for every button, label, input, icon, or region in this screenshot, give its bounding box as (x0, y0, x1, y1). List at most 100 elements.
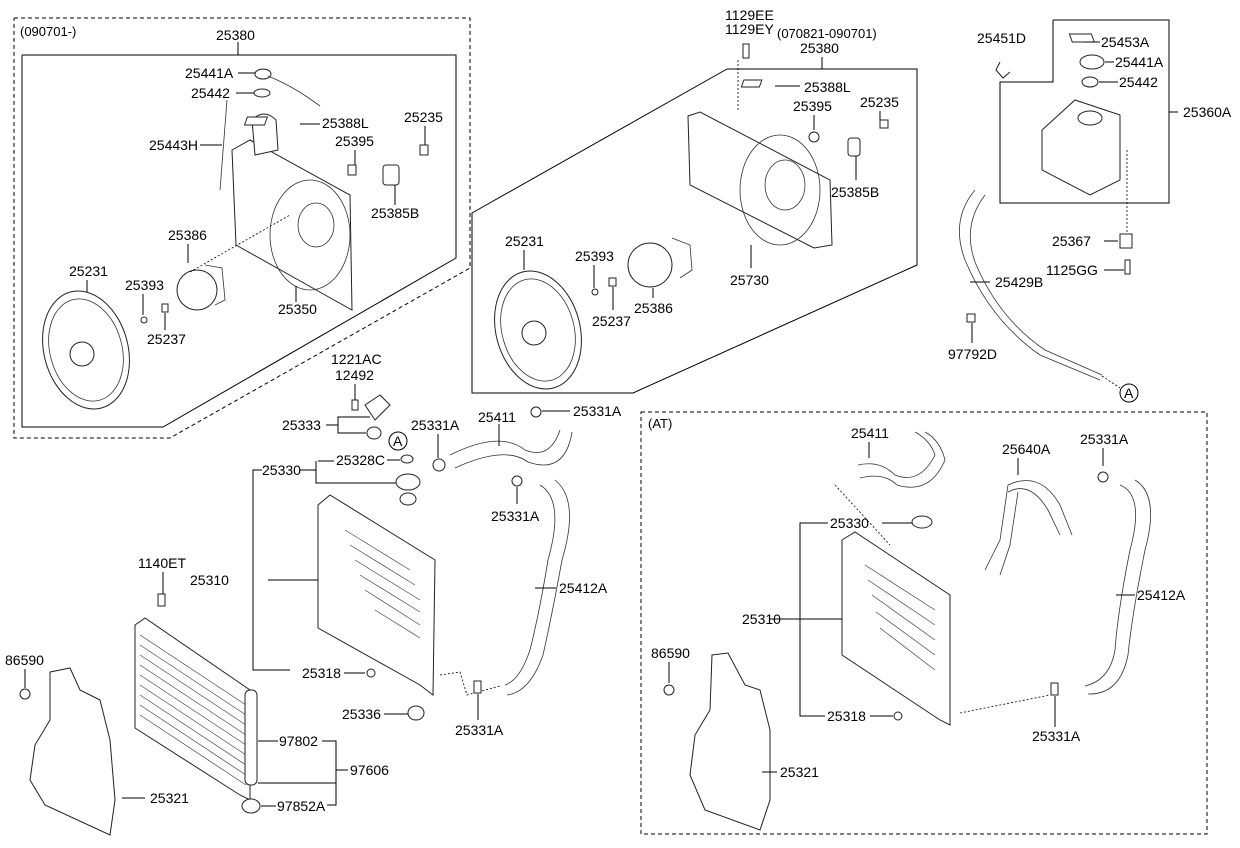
condenser-part (134, 617, 251, 801)
part-label[interactable]: 25350 (278, 301, 317, 317)
part-label[interactable]: 25321 (150, 790, 189, 806)
receiver-drier-part (244, 689, 258, 786)
connector-part (382, 164, 400, 186)
part-label[interactable]: 25388L (804, 79, 851, 95)
air-guard-part (689, 652, 771, 831)
part-label[interactable]: 25318 (302, 665, 341, 681)
part-label[interactable]: 25237 (592, 313, 631, 329)
group-frame-dashed (640, 411, 1208, 835)
assembly-frame (471, 68, 918, 394)
part-label[interactable]: 25385B (371, 205, 419, 221)
part-label[interactable]: 25331A (455, 722, 504, 738)
part-label[interactable]: 97792D (948, 346, 997, 362)
group-at: (AT) 25411 25640A 25331A 25330 25412A 25… (640, 411, 1208, 835)
part-label[interactable]: 25380 (800, 40, 839, 56)
part-label[interactable]: 25331A (573, 403, 622, 419)
drier-cap-part (241, 798, 261, 814)
hose-clamp-part (432, 458, 446, 472)
part-label[interactable]: 25331A (491, 508, 540, 524)
part-label[interactable]: 25393 (575, 248, 614, 264)
reference-circle-a (388, 431, 408, 451)
part-label[interactable]: 25395 (793, 98, 832, 114)
part-label[interactable]: 86590 (5, 652, 44, 668)
part-label[interactable]: 25730 (730, 272, 769, 288)
part-label[interactable]: 25360A (1183, 104, 1232, 120)
bolt-part (742, 43, 750, 59)
shroud-ring (739, 134, 821, 246)
part-label[interactable]: 25310 (742, 611, 781, 627)
part-label[interactable]: 1125GG (1046, 262, 1098, 278)
part-label[interactable]: 25318 (827, 708, 866, 724)
part-label[interactable]: 25235 (404, 109, 443, 125)
upper-hose-part (449, 429, 561, 456)
tube-part (219, 99, 228, 191)
part-label[interactable]: 25330 (830, 515, 869, 531)
part-label[interactable]: 25441A (1115, 54, 1164, 70)
part-label[interactable]: 25443H (149, 137, 198, 153)
part-label[interactable]: 25640A (1002, 441, 1051, 457)
part-label[interactable]: 25386 (634, 300, 673, 316)
part-label[interactable]: 25331A (1032, 728, 1081, 744)
part-label[interactable]: 1129EE (725, 7, 774, 23)
part-label[interactable]: 25441A (185, 65, 234, 81)
part-label[interactable]: 25393 (125, 277, 164, 293)
part-label[interactable]: 1221AC (331, 351, 382, 367)
grommet-part (366, 668, 376, 678)
part-label[interactable]: 12492 (335, 367, 374, 383)
part-label[interactable]: 25412A (1137, 587, 1186, 603)
part-label[interactable]: 25321 (780, 764, 819, 780)
revision-note: (AT) (648, 416, 672, 431)
group-frame-dashed (13, 17, 471, 439)
part-label[interactable]: 25336 (342, 706, 381, 722)
oring-part (253, 88, 271, 98)
part-label[interactable]: 1129EY (725, 21, 774, 37)
part-label[interactable]: 97802 (279, 733, 318, 749)
part-label[interactable]: 97606 (350, 762, 389, 778)
bolt-part (157, 593, 166, 607)
part-label[interactable]: 25231 (69, 263, 108, 279)
part-label[interactable]: 25330 (262, 462, 301, 478)
part-label[interactable]: 1140ET (138, 555, 186, 571)
part-label[interactable]: 25380 (216, 27, 255, 43)
bolt-part (879, 119, 889, 129)
part-label[interactable]: 86590 (651, 645, 690, 661)
part-label[interactable]: 25412A (559, 580, 608, 596)
hose-clamp-part (473, 680, 482, 694)
part-label[interactable]: 25331A (411, 417, 460, 433)
part-label[interactable]: 25451D (977, 30, 1026, 46)
bracket-part (364, 394, 391, 421)
reference-circle-a (1119, 383, 1139, 403)
part-label[interactable]: 25429B (995, 274, 1043, 290)
part-label[interactable]: 25395 (335, 133, 374, 149)
bolt-part (351, 399, 359, 411)
group-reservoir: 25360A 25451D 25453A 25441A 25442 25367 … (948, 19, 1232, 403)
part-label[interactable]: 97852A (277, 798, 326, 814)
reference-label: A (1124, 385, 1134, 401)
part-label[interactable]: 25411 (851, 425, 889, 441)
part-label[interactable]: 25411 (478, 409, 516, 425)
part-label[interactable]: 25367 (1052, 233, 1091, 249)
part-label[interactable]: 25331A (1080, 431, 1129, 447)
part-label[interactable]: 25333 (282, 417, 321, 433)
part-label[interactable]: 25442 (191, 85, 230, 101)
revision-note: (070821-090701) (777, 26, 877, 41)
part-label[interactable]: 25388L (322, 115, 369, 131)
clip-part (1119, 233, 1133, 249)
lower-hose-part (504, 484, 556, 686)
part-label[interactable]: 25453A (1101, 34, 1150, 50)
part-label[interactable]: 25385B (831, 184, 879, 200)
clip-part (966, 313, 976, 323)
part-label[interactable]: 25310 (190, 572, 229, 588)
part-label[interactable]: 25231 (505, 233, 544, 249)
hose-part (267, 75, 321, 107)
label-part (1068, 33, 1095, 43)
part-label[interactable]: 25328C (336, 452, 385, 468)
mount-part (407, 705, 425, 721)
bolt-part (419, 144, 429, 156)
part-label[interactable]: 25237 (147, 331, 186, 347)
hose-clamp-part (530, 406, 542, 418)
part-label[interactable]: 25442 (1119, 74, 1158, 90)
part-label[interactable]: 25235 (860, 94, 899, 110)
part-label[interactable]: 25386 (168, 227, 207, 243)
